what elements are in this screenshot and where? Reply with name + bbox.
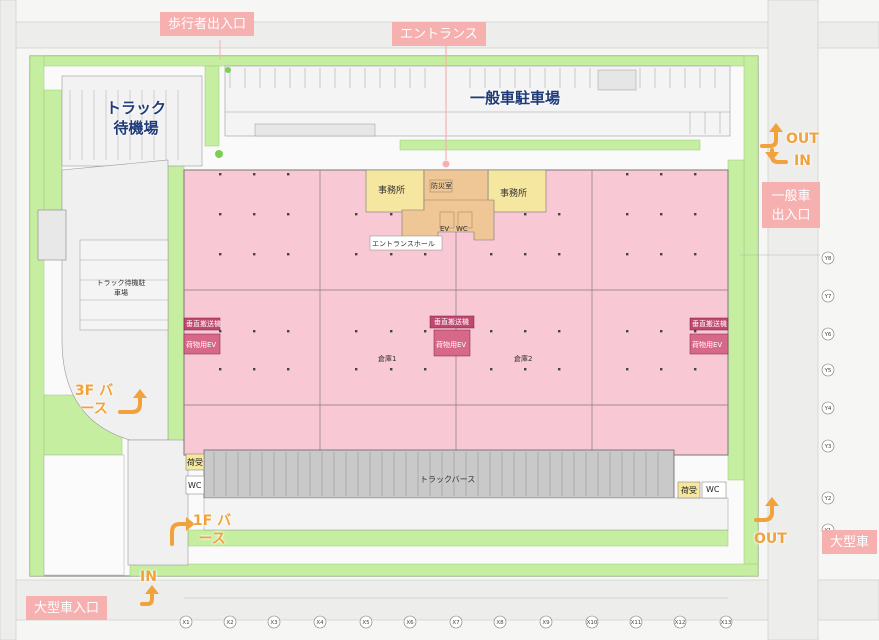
grid-label-y6: Y6 — [824, 332, 832, 338]
general-parking-label: 一般車駐車場 — [470, 89, 561, 107]
arrow-right-out-head-icon — [769, 123, 783, 132]
southwest-open-lot — [43, 454, 125, 576]
large-vehicle-gate-callout: 大型車入口 — [26, 596, 108, 620]
large-vehicle-callout: 大型車 — [822, 530, 878, 554]
southwest-ramp-block — [127, 439, 189, 566]
truck-waiting-parking-stalls — [80, 259, 168, 321]
grid-label-y8: Y8 — [824, 256, 832, 262]
cargo-left-label: 荷受 — [187, 458, 203, 467]
office-right-label: 事務所 — [500, 189, 528, 199]
core-inner-lines — [424, 179, 488, 229]
wc-core-label: WC — [456, 225, 468, 233]
entrance-callout: エントランス — [392, 22, 486, 46]
bottom-in-label: IN — [140, 569, 157, 585]
vertical-conveyor-right-label: 垂直搬送機 — [692, 320, 727, 328]
berth-3f-label: 3F バース — [74, 383, 114, 417]
road-south — [0, 579, 879, 621]
vertical-conveyor-center-label: 垂直搬送機 — [434, 318, 469, 326]
grid-label-y7: Y7 — [824, 294, 832, 300]
freight-ev-left-label: 荷物用EV — [186, 341, 217, 349]
arrow-right-out-icon — [760, 128, 778, 148]
grid-label-x9: X9 — [542, 620, 550, 626]
truck-waiting-area-label: トラック待機場 — [105, 99, 166, 137]
truck-waiting-area — [61, 75, 203, 167]
arrow-1f-icon — [170, 522, 190, 546]
truck-waiting-parking-area — [79, 239, 169, 331]
guard-room-label: 防災室 — [431, 182, 452, 190]
grid-bubbles-x — [179, 615, 733, 629]
wc-right-block — [701, 481, 727, 499]
grid-label-y3: Y3 — [824, 444, 832, 450]
vertical-conveyor-right-block — [689, 317, 729, 355]
arrow-bottom-in-head-icon — [145, 585, 159, 594]
grid-label-y2: Y2 — [824, 496, 832, 502]
grid-label-x2: X2 — [226, 620, 233, 626]
cargo-right-label: 荷受 — [681, 486, 697, 495]
structural-columns — [219, 173, 697, 371]
arrow-bottom-right-out-head-icon — [765, 497, 779, 506]
road-west — [0, 0, 17, 640]
pedestrian-marker-2 — [215, 150, 223, 158]
grid-label-y4: Y4 — [824, 406, 832, 412]
green-strips — [29, 55, 759, 577]
grid-label-x13: X13 — [721, 620, 732, 626]
truck-berth-canopy — [203, 449, 675, 499]
general-vehicle-gate-callout: 一般車出入口 — [762, 182, 820, 228]
right-out-label: OUT — [786, 131, 819, 147]
entrance-marker — [442, 160, 450, 168]
entrance-hall-block — [369, 235, 443, 251]
office-right-block — [487, 169, 547, 213]
berth-1f-label: 1F バース — [192, 513, 232, 547]
vertical-conveyor-center-block — [429, 315, 475, 357]
grid-label-x6: X6 — [406, 620, 414, 626]
arrow-bottom-in-icon — [140, 590, 154, 606]
office-left-label: 事務所 — [378, 186, 406, 196]
arrow-right-in-head-icon — [765, 152, 779, 161]
ev-core-label: EV — [440, 225, 450, 233]
cargo-left-block — [185, 453, 205, 471]
grid-label-x11: X11 — [631, 620, 642, 626]
general-parking-area — [224, 65, 731, 137]
pedestrian-entrance-callout: 歩行者出入口 — [160, 12, 255, 36]
grid-label-y5: Y5 — [824, 368, 832, 374]
arrow-3f-head-icon — [133, 389, 147, 398]
grid-label-x8: X8 — [496, 620, 504, 626]
grid-label-x7: X7 — [452, 620, 460, 626]
entrance-hall-label: エントランスホール — [372, 240, 435, 248]
vertical-conveyor-left-block — [183, 317, 221, 355]
grid-label-x4: X4 — [316, 620, 324, 626]
wc-right-label: WC — [706, 485, 720, 494]
wc-left-label: WC — [188, 481, 202, 490]
truck-berth-label: トラックバース — [420, 475, 476, 484]
grid-label-x3: X3 — [270, 620, 278, 626]
road-east — [767, 0, 819, 640]
warehouse-1-label: 倉庫1 — [378, 355, 397, 363]
cargo-right-block — [677, 481, 701, 499]
wc-left-block — [185, 475, 205, 495]
grid-label-x12: X12 — [675, 620, 686, 626]
west-stair-block — [37, 209, 67, 261]
pedestrian-marker-1 — [225, 67, 231, 73]
berth-apron — [203, 497, 729, 531]
grid-label-x1: X1 — [182, 620, 189, 626]
grid-axis-lines — [184, 254, 820, 599]
arrow-1f-head-icon — [186, 517, 195, 531]
warehouse-2-label: 倉庫2 — [514, 355, 533, 363]
arrow-3f-icon — [118, 394, 142, 414]
grid-label-x10: X10 — [587, 620, 598, 626]
right-in-label: IN — [794, 153, 811, 169]
grid-label-x5: X5 — [362, 620, 370, 626]
arrow-bottom-right-out-icon — [754, 502, 774, 522]
bottom-right-out-label: OUT — [754, 531, 787, 547]
freight-ev-center-label: 荷物用EV — [436, 341, 467, 349]
truck-berth-bays — [213, 452, 659, 496]
vertical-conveyor-left-label: 垂直搬送機 — [186, 320, 221, 328]
freight-ev-right-label: 荷物用EV — [692, 341, 723, 349]
truck-waiting-parking-label: トラック待機駐車場 — [96, 279, 146, 297]
